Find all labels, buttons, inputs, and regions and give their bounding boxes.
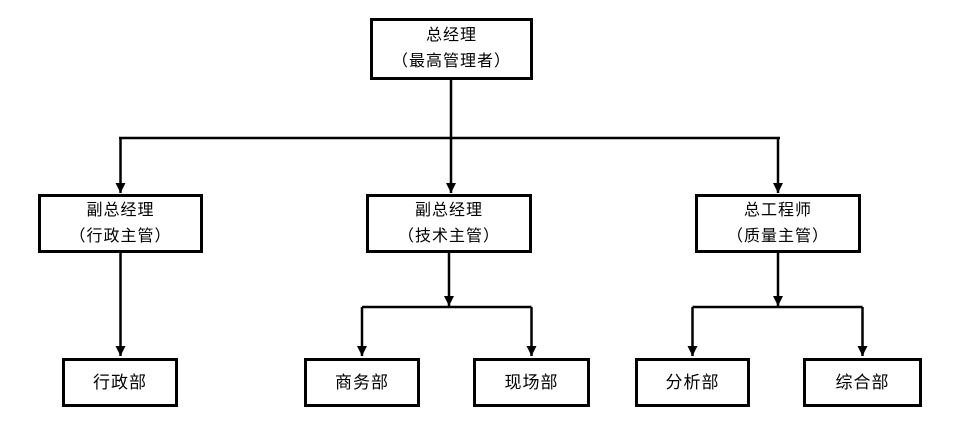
- node-label-line1: 总工程师: [743, 201, 812, 219]
- node-label: 商务部: [335, 372, 389, 392]
- node-chief-engineer: 总工程师 （质量主管）: [695, 194, 861, 253]
- node-label-line1: 总经理: [425, 27, 477, 44]
- node-label: 行政部: [93, 372, 147, 392]
- node-label: 综合部: [835, 372, 890, 392]
- node-label-line1: 副总经理: [86, 201, 155, 219]
- node-label-line2: （技术主管）: [397, 227, 500, 245]
- node-business-dept: 商务部: [304, 358, 420, 407]
- node-label: 分析部: [665, 372, 720, 392]
- node-label-line2: （行政主管）: [69, 227, 172, 245]
- node-site-dept: 现场部: [473, 358, 590, 407]
- node-general-affairs-dept: 综合部: [803, 358, 922, 407]
- node-admin-dept: 行政部: [62, 358, 178, 407]
- node-analysis-dept: 分析部: [635, 358, 750, 407]
- node-label: 现场部: [504, 372, 559, 392]
- node-label-line2: （质量主管）: [726, 227, 829, 245]
- node-label-line1: 副总经理: [414, 201, 483, 219]
- node-label-line2: （最高管理者）: [391, 53, 511, 70]
- node-deputy-gm-admin: 副总经理 （行政主管）: [38, 194, 203, 253]
- node-deputy-gm-tech: 副总经理 （技术主管）: [366, 194, 532, 253]
- node-general-manager: 总经理 （最高管理者）: [370, 18, 533, 80]
